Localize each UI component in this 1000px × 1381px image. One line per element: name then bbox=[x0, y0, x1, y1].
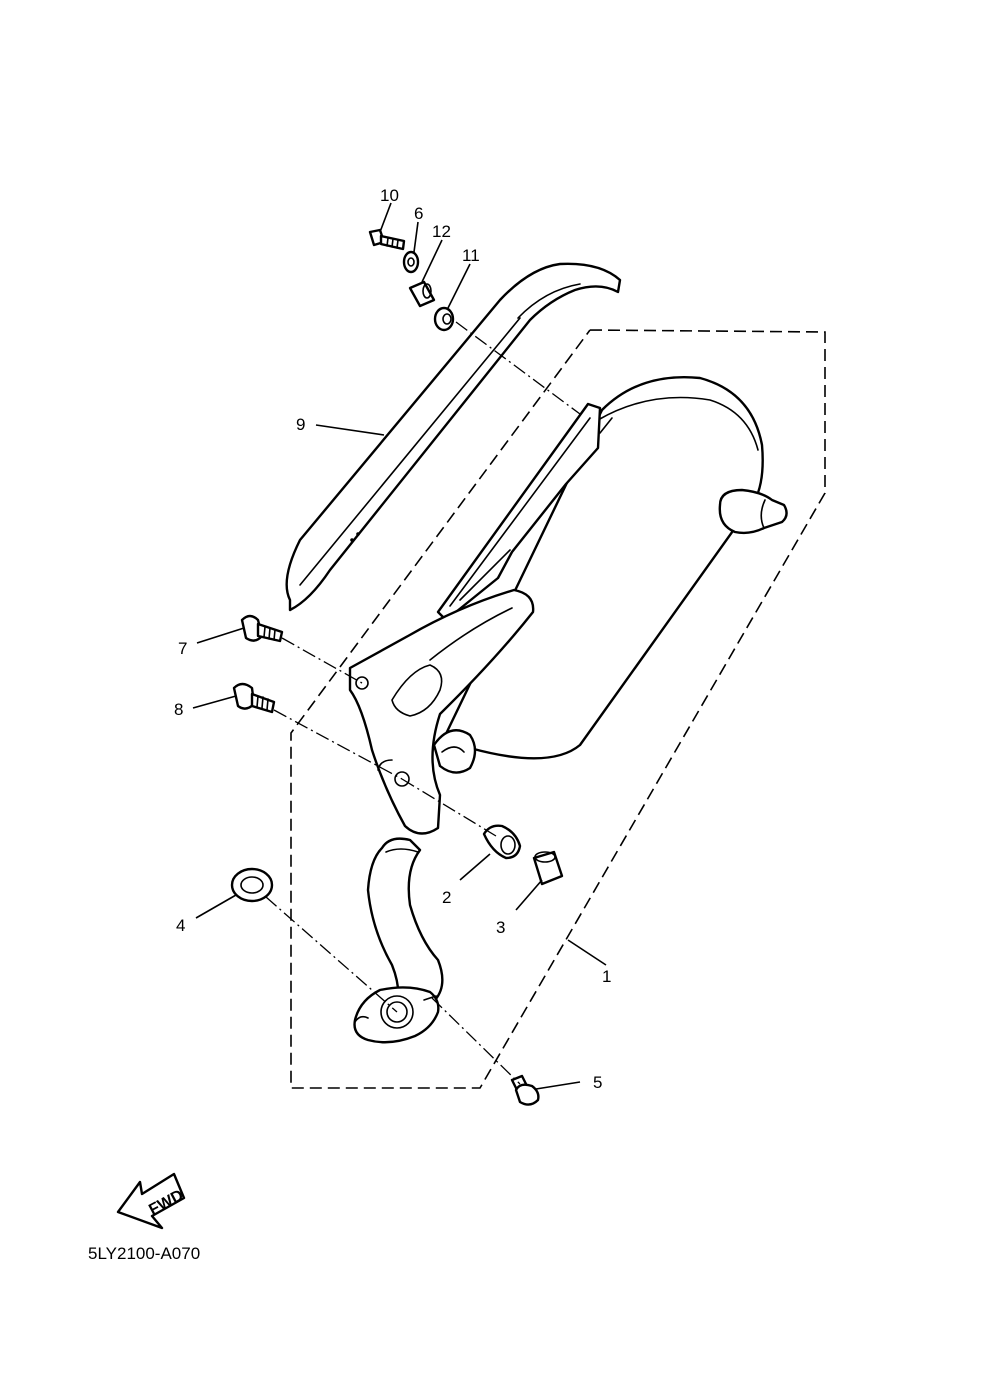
leader-6 bbox=[413, 221, 419, 253]
chain-line-bolt-7 bbox=[281, 637, 363, 684]
nut-5 bbox=[510, 1074, 540, 1106]
callout-6: 6 bbox=[414, 204, 423, 223]
callout-7: 7 bbox=[178, 639, 187, 658]
exhaust-pipe-bracket bbox=[348, 588, 535, 835]
protector-cover bbox=[285, 262, 622, 612]
leader-12 bbox=[421, 239, 443, 283]
leader-5 bbox=[535, 1081, 581, 1090]
muffler bbox=[432, 376, 788, 774]
chain-line-gasket-4 bbox=[265, 896, 398, 1013]
leader-11 bbox=[447, 263, 471, 309]
callout-10: 10 bbox=[380, 186, 399, 205]
bolt-7 bbox=[240, 614, 284, 643]
callout-4: 4 bbox=[176, 916, 185, 935]
callout-8: 8 bbox=[174, 700, 183, 719]
washer-6 bbox=[402, 250, 420, 274]
leader-7 bbox=[196, 627, 245, 644]
cover-rail bbox=[436, 402, 602, 622]
grommet-2 bbox=[482, 824, 522, 860]
leader-9 bbox=[315, 424, 385, 436]
chain-line-nut-5 bbox=[431, 997, 521, 1085]
collar-12 bbox=[408, 280, 436, 308]
diagram-code: 5LY2100-A070 bbox=[88, 1244, 200, 1263]
assembly-boundary bbox=[290, 329, 826, 1089]
grommet-11 bbox=[433, 306, 455, 332]
bolt-10 bbox=[368, 228, 406, 251]
leader-10 bbox=[379, 202, 392, 233]
chain-line-bolt-8 bbox=[273, 709, 403, 780]
callout-1: 1 bbox=[602, 967, 611, 986]
callout-11: 11 bbox=[462, 246, 480, 265]
callout-12: 12 bbox=[432, 222, 451, 241]
fwd-arrow-icon: FWD bbox=[116, 1172, 186, 1230]
leader-1 bbox=[567, 939, 607, 966]
leader-4 bbox=[195, 894, 237, 919]
callout-2: 2 bbox=[442, 888, 451, 907]
collar-3 bbox=[532, 850, 564, 886]
gasket-4 bbox=[230, 867, 274, 903]
chain-line-grommet-2 bbox=[401, 778, 497, 837]
callout-5: 5 bbox=[593, 1073, 602, 1092]
callout-9: 9 bbox=[296, 415, 305, 434]
callout-3: 3 bbox=[496, 918, 505, 937]
chain-line-top bbox=[455, 321, 581, 415]
bolt-8 bbox=[232, 682, 276, 714]
leader-8 bbox=[192, 695, 237, 709]
exhaust-pipe bbox=[353, 837, 444, 1044]
leader-2 bbox=[459, 853, 491, 881]
leader-3 bbox=[515, 879, 543, 911]
